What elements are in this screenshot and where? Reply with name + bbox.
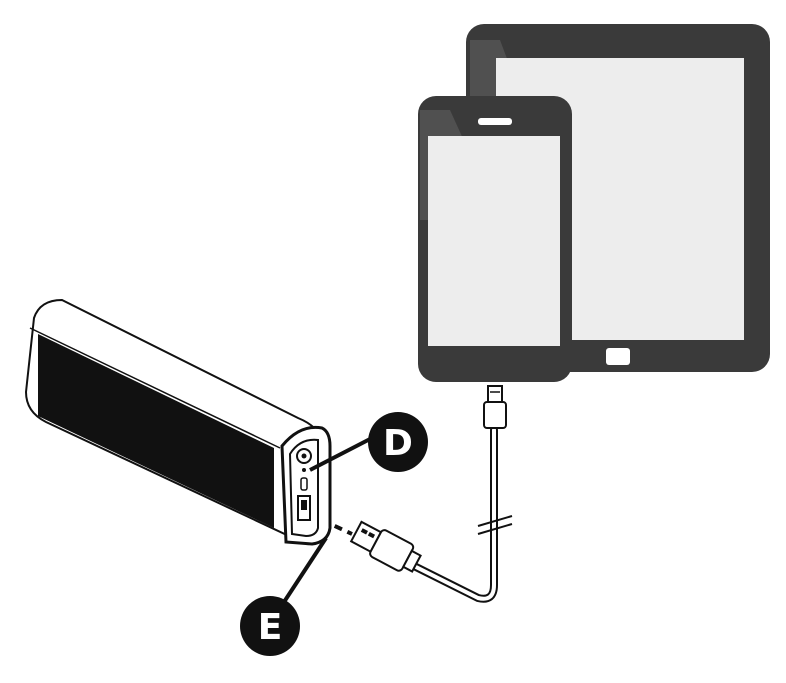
phone-speaker	[478, 118, 512, 125]
micro-usb-plug-icon	[484, 386, 506, 428]
phone-screen	[428, 136, 560, 346]
callout-e-leader	[284, 538, 326, 602]
input-port-icon	[301, 478, 307, 490]
power-bank-icon	[26, 300, 330, 544]
smartphone-icon	[418, 96, 572, 382]
callout-d-badge: D	[368, 412, 428, 472]
callout-e-label: E	[258, 607, 283, 648]
led-indicator-icon	[302, 468, 306, 472]
usb-a-plug-icon	[349, 518, 423, 576]
callout-e-badge: E	[240, 596, 300, 656]
tablet-home-button	[606, 348, 630, 365]
callout-d-label: D	[383, 423, 413, 464]
usb-cable-icon	[410, 430, 512, 599]
